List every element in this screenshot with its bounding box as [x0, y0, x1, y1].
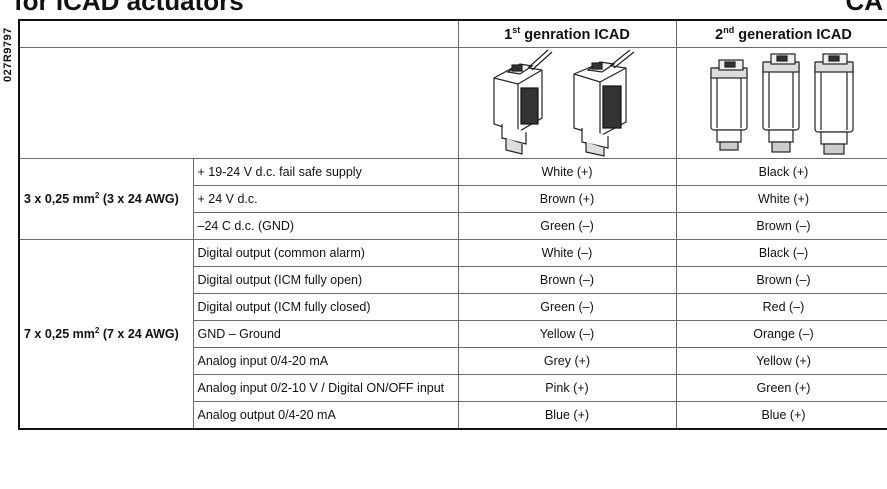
- gen2-color-cell: Green (+): [675, 374, 887, 402]
- gen1-actuator-icon: [493, 49, 635, 157]
- table-row: Digital output (ICM fully closed) Green …: [19, 293, 887, 321]
- side-code: 027R9797: [2, 27, 14, 82]
- table-row: + 24 V d.c. Brown (+) White (+): [19, 185, 887, 213]
- gen2-color-cell: Orange (–): [675, 320, 887, 348]
- gen2-color-cell: Brown (–): [675, 212, 887, 240]
- gen2-actuator-image: [675, 47, 887, 159]
- document-title: for ICAD actuators: [14, 0, 244, 16]
- header-gen1: 1st genration ICAD: [457, 19, 677, 48]
- gen2-color-cell: White (+): [675, 185, 887, 213]
- table-row: –24 C d.c. (GND) Green (–) Brown (–): [19, 212, 887, 240]
- gen1-color-cell: Green (–): [457, 293, 677, 321]
- image-blank-cell: [18, 47, 459, 159]
- wiring-table: 1st genration ICAD 2nd generation ICAD: [18, 19, 887, 430]
- table-row: Analog input 0/2-10 V / Digital ON/OFF i…: [19, 374, 887, 402]
- gen1-color-cell: Brown (–): [457, 266, 677, 294]
- signal-cell: Digital output (ICM fully open): [192, 266, 459, 294]
- signal-cell: + 19-24 V d.c. fail safe supply: [192, 158, 459, 186]
- table-row: Analog output 0/4-20 mA Blue (+) Blue (+…: [19, 401, 887, 430]
- gen2-color-cell: Red (–): [675, 293, 887, 321]
- signal-cell: GND – Ground: [192, 320, 459, 348]
- signal-cell: + 24 V d.c.: [192, 185, 459, 213]
- gen2-color-cell: Blue (+): [675, 401, 887, 430]
- header-blank-cell: [18, 19, 459, 48]
- gen2-color-cell: Brown (–): [675, 266, 887, 294]
- gen1-color-cell: Green (–): [457, 212, 677, 240]
- header-gen2: 2nd generation ICAD: [675, 19, 887, 48]
- gen2-color-cell: Yellow (+): [675, 347, 887, 375]
- group-label-3-wire: 3 x 0,25 mm2 (3 x 24 AWG): [18, 158, 194, 240]
- header-row: 1st genration ICAD 2nd generation ICAD: [18, 19, 887, 48]
- signal-cell: –24 C d.c. (GND): [192, 212, 459, 240]
- signal-cell: Analog input 0/2-10 V / Digital ON/OFF i…: [192, 374, 459, 402]
- gen2-color-cell: Black (–): [675, 239, 887, 267]
- signal-cell: Digital output (common alarm): [192, 239, 459, 267]
- group-label-7-wire: 7 x 0,25 mm2 (7 x 24 AWG): [18, 239, 194, 430]
- image-row: [18, 47, 887, 159]
- table-row: 7 x 0,25 mm2 (7 x 24 AWG) Digital output…: [18, 239, 887, 430]
- gen1-color-cell: Grey (+): [457, 347, 677, 375]
- signal-cell: Digital output (ICM fully closed): [192, 293, 459, 321]
- table-row: Analog input 0/4-20 mA Grey (+) Yellow (…: [19, 347, 887, 375]
- signal-cell: Analog output 0/4-20 mA: [192, 401, 459, 430]
- gen1-color-cell: Yellow (–): [457, 320, 677, 348]
- gen1-actuator-image: [457, 47, 677, 159]
- gen1-color-cell: Blue (+): [457, 401, 677, 430]
- gen1-color-cell: Pink (+): [457, 374, 677, 402]
- table-row: Digital output (ICM fully open) Brown (–…: [19, 266, 887, 294]
- gen1-color-cell: White (–): [457, 239, 677, 267]
- table-row: GND – Ground Yellow (–) Orange (–): [19, 320, 887, 348]
- gen2-color-cell: Black (+): [675, 158, 887, 186]
- table-row: 3 x 0,25 mm2 (3 x 24 AWG) + 19-24 V d.c.…: [18, 158, 887, 240]
- corner-text: CA: [845, 0, 883, 16]
- gen2-actuator-icon: [709, 53, 854, 155]
- signal-cell: Analog input 0/4-20 mA: [192, 347, 459, 375]
- gen1-color-cell: White (+): [457, 158, 677, 186]
- gen1-color-cell: Brown (+): [457, 185, 677, 213]
